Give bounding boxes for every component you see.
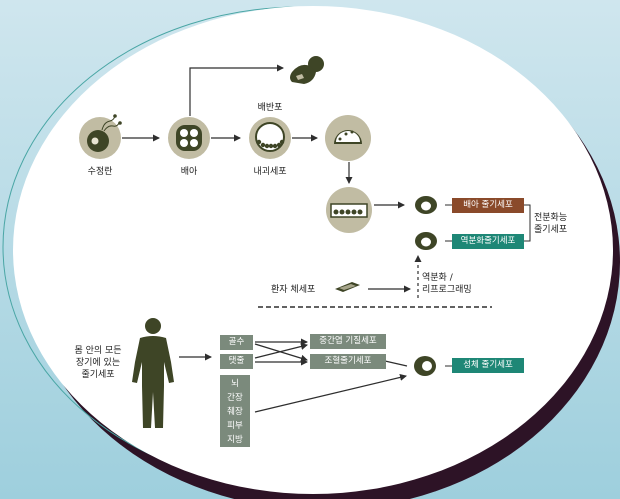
adult-stem-cell-box: 성체 줄기세포 [452, 358, 524, 373]
label-body-line-3: 줄기세포 [81, 370, 115, 380]
label-patient-somatic-cell: 환자 체세포 [271, 285, 316, 295]
adult-cell-ring-icon [414, 356, 436, 376]
human-body-icon [132, 318, 174, 428]
umbilical-cord-box: 탯줄 [220, 354, 253, 369]
embryo-four-cell-icon [176, 125, 202, 151]
culture-dish-icon [334, 130, 362, 144]
arrow-tissues-to-adult [254, 373, 407, 413]
tissue-fat: 지방 [227, 435, 243, 445]
label-reprogramming-line-1: 역분화 / [422, 273, 453, 283]
hematopoietic-stem-cell-box: 조혈줄기세포 [310, 354, 386, 369]
bone-marrow-box: 골수 [220, 335, 253, 350]
label-pluripotent-line-1: 전분화능 [534, 213, 568, 223]
baby-icon [290, 56, 324, 84]
tissue-brain: 뇌 [231, 379, 239, 389]
pluripotent-bracket [524, 204, 531, 242]
tissue-pancreas: 췌장 [227, 407, 243, 417]
ips-cell-box: 역분화줄기세포 [452, 234, 524, 249]
arrow-cord-to-mesenchymal [254, 343, 308, 359]
somatic-cell-icon [335, 282, 360, 292]
label-reprogramming-line-2: 리프로그래밍 [422, 285, 472, 295]
label-pluripotent: 전분화능 줄기세포 [534, 212, 567, 236]
label-blastocyst: 배반포 [257, 103, 283, 113]
label-reprogramming: 역분화 / 리프로그래밍 [422, 272, 472, 296]
es-cell-ring-icon [415, 196, 437, 214]
tissue-liver: 간장 [227, 393, 243, 403]
tissue-skin: 피부 [227, 421, 243, 431]
label-body-line-1: 몸 안의 모든 [74, 346, 122, 356]
arrow-hematopoietic-to-adult [384, 360, 408, 367]
label-pluripotent-line-2: 줄기세포 [534, 225, 568, 235]
mesenchymal-stromal-box: 중간엽 기질세포 [310, 334, 386, 349]
fertilized-egg-icon [87, 114, 122, 152]
embryonic-stem-cell-box: 배아 줄기세포 [452, 198, 524, 213]
blastocyst-icon [255, 122, 285, 152]
label-body-line-2: 장기에 있는 [75, 358, 121, 368]
white-ellipse-panel [13, 6, 613, 494]
tissue-sources-box: 뇌 간장 췌장 피부 지방 [220, 375, 250, 447]
arrow-embryo-to-baby [189, 64, 284, 116]
label-inner-cell-mass: 내괴세포 [253, 167, 287, 177]
label-fertilized-egg: 수정란 [87, 167, 113, 177]
ips-cell-ring-icon [415, 232, 437, 250]
label-body-stem-cells: 몸 안의 모든 장기에 있는 줄기세포 [58, 345, 138, 381]
label-embryo: 배아 [180, 167, 198, 177]
culture-plate-icon [330, 203, 368, 218]
